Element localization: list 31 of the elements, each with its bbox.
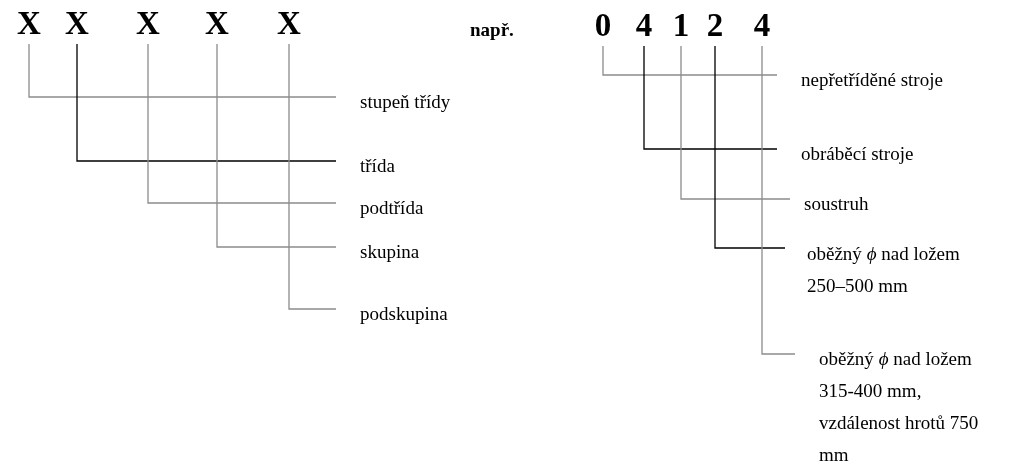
code-digit: 0 (593, 6, 613, 44)
code-digit: 1 (671, 6, 691, 44)
category-label: obráběcí stroje (801, 142, 915, 166)
category-label: třída (360, 154, 396, 178)
leader-line (680, 45, 791, 200)
category-label: soustruh (804, 192, 870, 216)
leader-line (714, 45, 786, 249)
example-heading: např. (470, 18, 514, 42)
category-label: oběžný ϕ nad ložem 250–500 mm (807, 242, 961, 298)
category-label: podtřída (360, 196, 425, 220)
leader-line (28, 43, 337, 98)
code-digit: X (16, 4, 42, 42)
leader-line (147, 43, 337, 204)
category-label: stupeň třídy (360, 90, 452, 114)
category-label: podskupina (360, 302, 449, 326)
leader-line (643, 45, 778, 150)
leader-line (761, 45, 796, 355)
code-digit: X (64, 4, 90, 42)
leader-line (602, 45, 778, 76)
leader-line (216, 43, 337, 248)
code-digit: X (204, 4, 230, 42)
category-label: nepřetříděné stroje (801, 68, 944, 92)
leader-line (76, 43, 337, 162)
leader-line (288, 43, 337, 310)
code-digit: 4 (634, 6, 654, 44)
category-label: skupina (360, 240, 421, 264)
code-digit: 4 (752, 6, 772, 44)
code-digit: X (135, 4, 161, 42)
category-label: oběžný ϕ nad ložem 315-400 mm, vzdálenost hrotů 750 mm (819, 347, 980, 467)
code-digit: X (276, 4, 302, 42)
code-digit: 2 (705, 6, 725, 44)
